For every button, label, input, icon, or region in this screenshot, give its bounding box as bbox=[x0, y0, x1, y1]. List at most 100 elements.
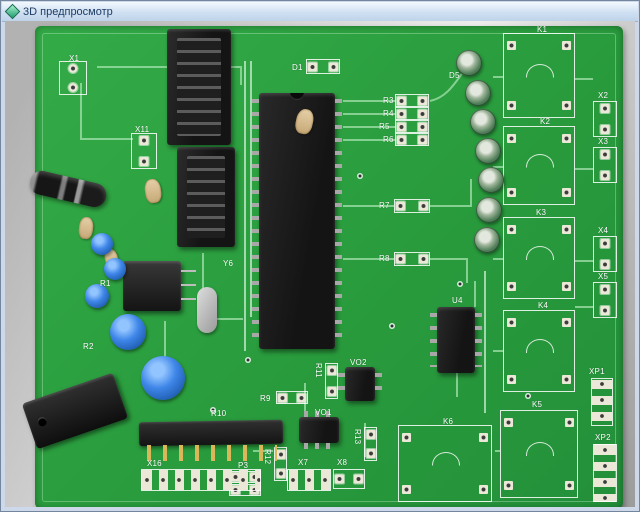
green-capacitor bbox=[465, 80, 491, 106]
silkscreen-label-x3: X3 bbox=[598, 137, 609, 146]
silkscreen-label-r11: R11 bbox=[314, 363, 323, 378]
silkscreen-label-x5: X5 bbox=[598, 272, 609, 281]
silkscreen-label-x16: X16 bbox=[147, 459, 162, 468]
relay-pads bbox=[479, 433, 488, 494]
relay-coil-symbol bbox=[526, 442, 554, 457]
main-ic-dip40 bbox=[252, 93, 342, 349]
silkscreen-label-k4: K4 bbox=[538, 301, 549, 310]
silkscreen-label-x4: X4 bbox=[598, 226, 609, 235]
connector-footprint-x3 bbox=[593, 147, 617, 183]
via bbox=[210, 407, 216, 413]
resistor-footprint-r13 bbox=[364, 427, 377, 461]
silkscreen-label-r8: R8 bbox=[379, 254, 390, 263]
connector-footprint-x16 bbox=[141, 469, 261, 491]
relay-coil-symbol bbox=[526, 63, 554, 78]
silkscreen-label-r6: R6 bbox=[383, 135, 394, 144]
green-capacitor bbox=[475, 138, 501, 164]
relay-coil-symbol bbox=[526, 339, 554, 354]
relay-pads bbox=[562, 225, 571, 291]
ic-u4-dip16 bbox=[430, 307, 482, 373]
via bbox=[389, 323, 395, 329]
connector-footprint-xp2 bbox=[593, 444, 617, 502]
silkscreen-label-r2: R2 bbox=[83, 342, 94, 351]
silkscreen-label-k6: K6 bbox=[443, 417, 454, 426]
silkscreen-label-k2: K2 bbox=[540, 117, 551, 126]
connector-footprint-x7 bbox=[287, 469, 331, 491]
silkscreen-label-vo2: VO2 bbox=[350, 358, 367, 367]
resistor-footprint-r9 bbox=[276, 391, 308, 404]
via bbox=[525, 393, 531, 399]
silkscreen-label-xp2: XP2 bbox=[595, 433, 611, 442]
relay-pads bbox=[507, 225, 516, 291]
silkscreen-label-r3: R3 bbox=[383, 96, 394, 105]
relay-footprint-k6 bbox=[398, 425, 492, 502]
voltage-regulator bbox=[123, 261, 196, 311]
electrolytic-cap bbox=[85, 284, 109, 308]
connector-footprint-x8 bbox=[333, 469, 365, 489]
silkscreen-label-x1: X1 bbox=[69, 54, 80, 63]
silkscreen-label-x11: X11 bbox=[135, 125, 150, 134]
green-capacitor bbox=[470, 109, 496, 135]
silkscreen-label-k5: K5 bbox=[532, 400, 543, 409]
silkscreen-label-u4: U4 bbox=[452, 296, 463, 305]
relay-coil-symbol bbox=[526, 246, 554, 261]
3d-viewport[interactable]: X1 X11 D1 R3 R4 R5 R6 R7 R8 D5 K1 K2 K3 … bbox=[5, 21, 635, 507]
silkscreen-label-d1: D1 bbox=[292, 63, 303, 72]
via bbox=[245, 357, 251, 363]
resistor-footprint-r5 bbox=[395, 120, 429, 133]
silkscreen-label-p3: P3 bbox=[238, 461, 249, 470]
silkscreen-label-r12: R12 bbox=[263, 449, 272, 465]
relay-pads bbox=[402, 433, 411, 494]
green-capacitor bbox=[456, 50, 482, 76]
relay-pads bbox=[507, 318, 516, 384]
resistor-footprint-r6 bbox=[395, 133, 429, 146]
resistor-network bbox=[138, 419, 284, 447]
diode-footprint-d1 bbox=[306, 59, 340, 74]
relay-pads bbox=[507, 134, 516, 197]
connector-footprint-x1 bbox=[59, 61, 87, 95]
silkscreen-label-r7: R7 bbox=[379, 201, 390, 210]
resistor-footprint-r7 bbox=[394, 199, 430, 213]
via bbox=[457, 281, 463, 287]
resistor-footprint-r12 bbox=[274, 447, 287, 481]
silkscreen-label-r5: R5 bbox=[379, 122, 390, 131]
relay-pads bbox=[562, 41, 571, 110]
via bbox=[357, 173, 363, 179]
silkscreen-label-k1: K1 bbox=[537, 25, 548, 34]
silkscreen-label-r10: R10 bbox=[211, 409, 227, 418]
resistor-network-pins bbox=[147, 445, 277, 461]
relay-pads bbox=[507, 41, 516, 110]
optocoupler-vo2 bbox=[338, 367, 382, 401]
silkscreen-label-r4: R4 bbox=[383, 109, 394, 118]
relay-footprint-k1 bbox=[503, 33, 575, 118]
silkscreen-label-x2: X2 bbox=[598, 91, 609, 100]
relay-pads bbox=[565, 418, 574, 490]
green-capacitor bbox=[474, 227, 500, 253]
silkscreen-label-r13: R13 bbox=[353, 429, 362, 445]
relay-pads bbox=[504, 418, 513, 490]
silkscreen-label-x8: X8 bbox=[337, 458, 348, 467]
relay-footprint-k2 bbox=[503, 126, 575, 205]
silkscreen-label-r1: R1 bbox=[100, 279, 111, 288]
ic-notch bbox=[290, 93, 304, 100]
gem-icon bbox=[4, 3, 21, 20]
connector-footprint-x5 bbox=[593, 282, 617, 318]
connector-footprint-xp1 bbox=[591, 378, 613, 426]
idc-connector-2 bbox=[177, 147, 235, 247]
electrolytic-cap bbox=[141, 356, 185, 400]
resistor-footprint-r3 bbox=[395, 94, 429, 107]
relay-coil-symbol bbox=[526, 153, 554, 168]
silkscreen-label-k3: K3 bbox=[536, 208, 547, 217]
resistor-footprint-r4 bbox=[395, 107, 429, 120]
idc-connector-1 bbox=[167, 29, 231, 145]
silkscreen-label-d5: D5 bbox=[449, 71, 460, 80]
resistor-footprint-r8 bbox=[394, 252, 430, 266]
relay-footprint-k3 bbox=[503, 217, 575, 299]
optocoupler-vo1 bbox=[299, 411, 339, 449]
connector-footprint-x2 bbox=[593, 101, 617, 137]
titlebar[interactable]: 3D предпросмотр bbox=[2, 2, 638, 22]
crystal-y6 bbox=[197, 287, 217, 333]
window-title: 3D предпросмотр bbox=[23, 5, 113, 18]
silkscreen-label-vo1: VO1 bbox=[315, 408, 332, 417]
